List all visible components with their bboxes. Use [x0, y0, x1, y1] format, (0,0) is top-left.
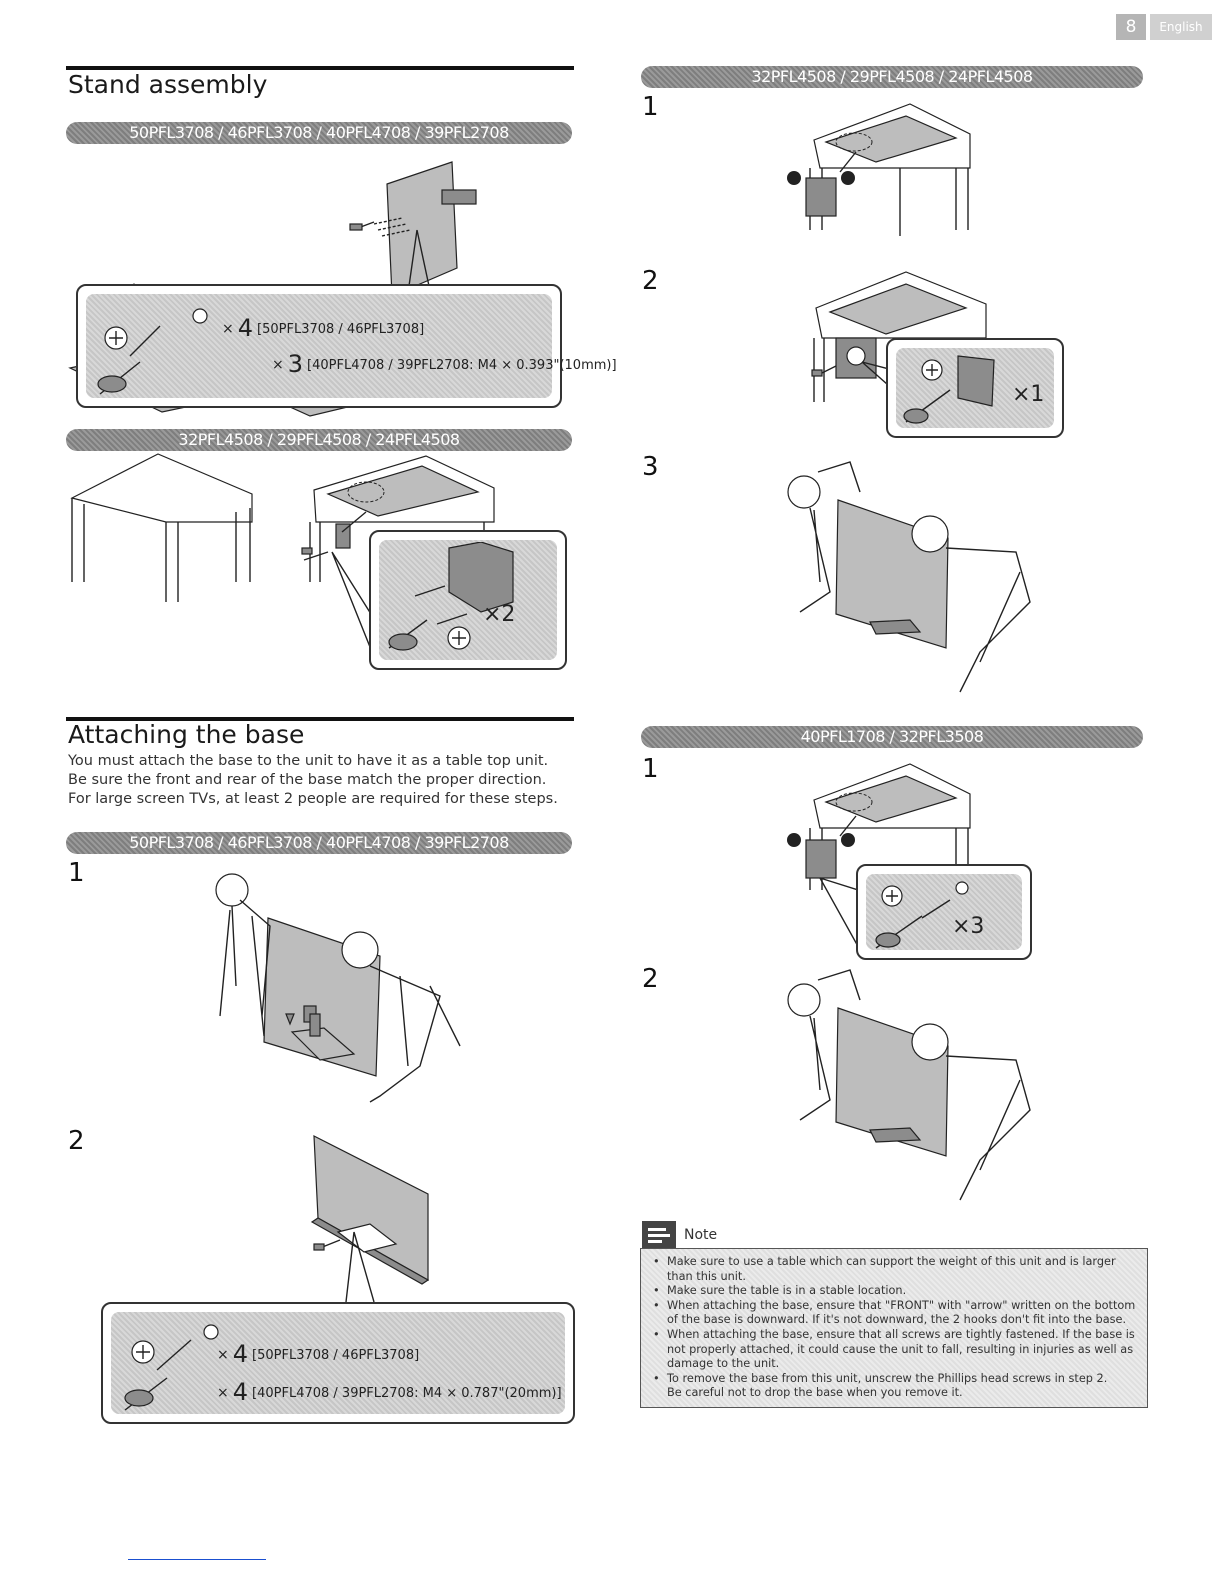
note-box: Make sure to use a table which can suppo…: [640, 1248, 1148, 1408]
note-label: Note: [684, 1227, 718, 1243]
table-tv-step2-illustration: [811, 271, 987, 402]
intro-line-2: Be sure the front and rear of the base m…: [68, 772, 547, 788]
tv-back-base-illustration: [310, 1134, 430, 1302]
note-item: When attaching the base, ensure that all…: [651, 1328, 1139, 1372]
intro-line-1: You must attach the base to the unit to …: [68, 753, 549, 769]
screw-callout: ×4[50PFL3708 / 46PFL3708] ×3[40PFL4708 /…: [76, 284, 617, 408]
screw-line-2: ×4[40PFL4708 / 39PFL2708: M4 × 0.787"(20…: [217, 1378, 562, 1406]
screw-line-2: ×3[40PFL4708 / 39PFL2708: M4 × 0.393"(10…: [272, 350, 617, 378]
model-bar: 32PFL4508 / 29PFL4508 / 24PFL4508: [66, 429, 572, 451]
step-number: 2: [642, 266, 659, 296]
attaching-base-title: Attaching the base: [68, 720, 305, 749]
screw-callout-3: ×4[50PFL3708 / 46PFL3708] ×4[40PFL4708 /…: [101, 1302, 575, 1424]
note-item: When attaching the base, ensure that "FR…: [651, 1299, 1139, 1328]
note-header: Note: [642, 1221, 717, 1249]
section-rule: [66, 66, 574, 70]
screw-count: ×3: [952, 914, 985, 939]
model-bar: 40PFL1708 / 32PFL3508: [641, 726, 1143, 748]
page-tab: 8 English: [1116, 14, 1212, 40]
screw-callout-5: ×3: [856, 864, 1032, 960]
screw-count: ×1: [1012, 382, 1045, 407]
model-bar: 32PFL4508 / 29PFL4508 / 24PFL4508: [641, 66, 1143, 88]
screwdriver-icon: [124, 1324, 219, 1411]
step-number: 1: [68, 858, 85, 888]
language-label: English: [1150, 14, 1212, 40]
screwdriver-icon: [875, 881, 969, 949]
screw-callout-4: ×1: [886, 338, 1064, 438]
screw-callout-2: ×2: [369, 530, 567, 670]
footer-link-line: [128, 1559, 266, 1560]
table-tv-bracket-illustration: [787, 763, 971, 950]
table-tv-step1-illustration: [787, 103, 971, 236]
note-item: Make sure to use a table which can suppo…: [651, 1255, 1139, 1284]
screwdriver-icon: [97, 308, 208, 395]
stand-assembly-title: Stand assembly: [68, 70, 268, 99]
screw-detail-icon: [388, 542, 514, 651]
two-people-lifting-tv-illustration: [215, 873, 461, 1103]
step-number: 3: [642, 452, 659, 482]
screw-count: ×2: [483, 602, 516, 627]
step-number: 1: [642, 754, 659, 784]
section-rule: [66, 717, 574, 721]
screw-line-1: ×4[50PFL3708 / 46PFL3708]: [217, 1340, 420, 1368]
screw-line-1: ×4[50PFL3708 / 46PFL3708]: [222, 314, 425, 342]
step-number: 2: [642, 964, 659, 994]
page-number: 8: [1116, 14, 1146, 40]
two-people-mounting-tv-illustration: [787, 969, 1031, 1201]
note-item: To remove the base from this unit, unscr…: [651, 1372, 1139, 1387]
screwdriver-bracket-icon: [903, 355, 995, 424]
note-icon: [642, 1221, 676, 1249]
model-bar: 50PFL3708 / 46PFL3708 / 40PFL4708 / 39PF…: [66, 122, 572, 144]
intro-line-3: For large screen TVs, at least 2 people …: [68, 791, 558, 807]
model-bar: 50PFL3708 / 46PFL3708 / 40PFL4708 / 39PF…: [66, 832, 572, 854]
note-item: Make sure the table is in a stable locat…: [651, 1284, 1139, 1299]
table-tv-illustration: [70, 453, 495, 663]
step-number: 2: [68, 1126, 85, 1156]
two-people-mounting-tv-illustration: [787, 461, 1031, 693]
step-number: 1: [642, 92, 659, 122]
note-item: Be careful not to drop the base when you…: [667, 1386, 963, 1400]
